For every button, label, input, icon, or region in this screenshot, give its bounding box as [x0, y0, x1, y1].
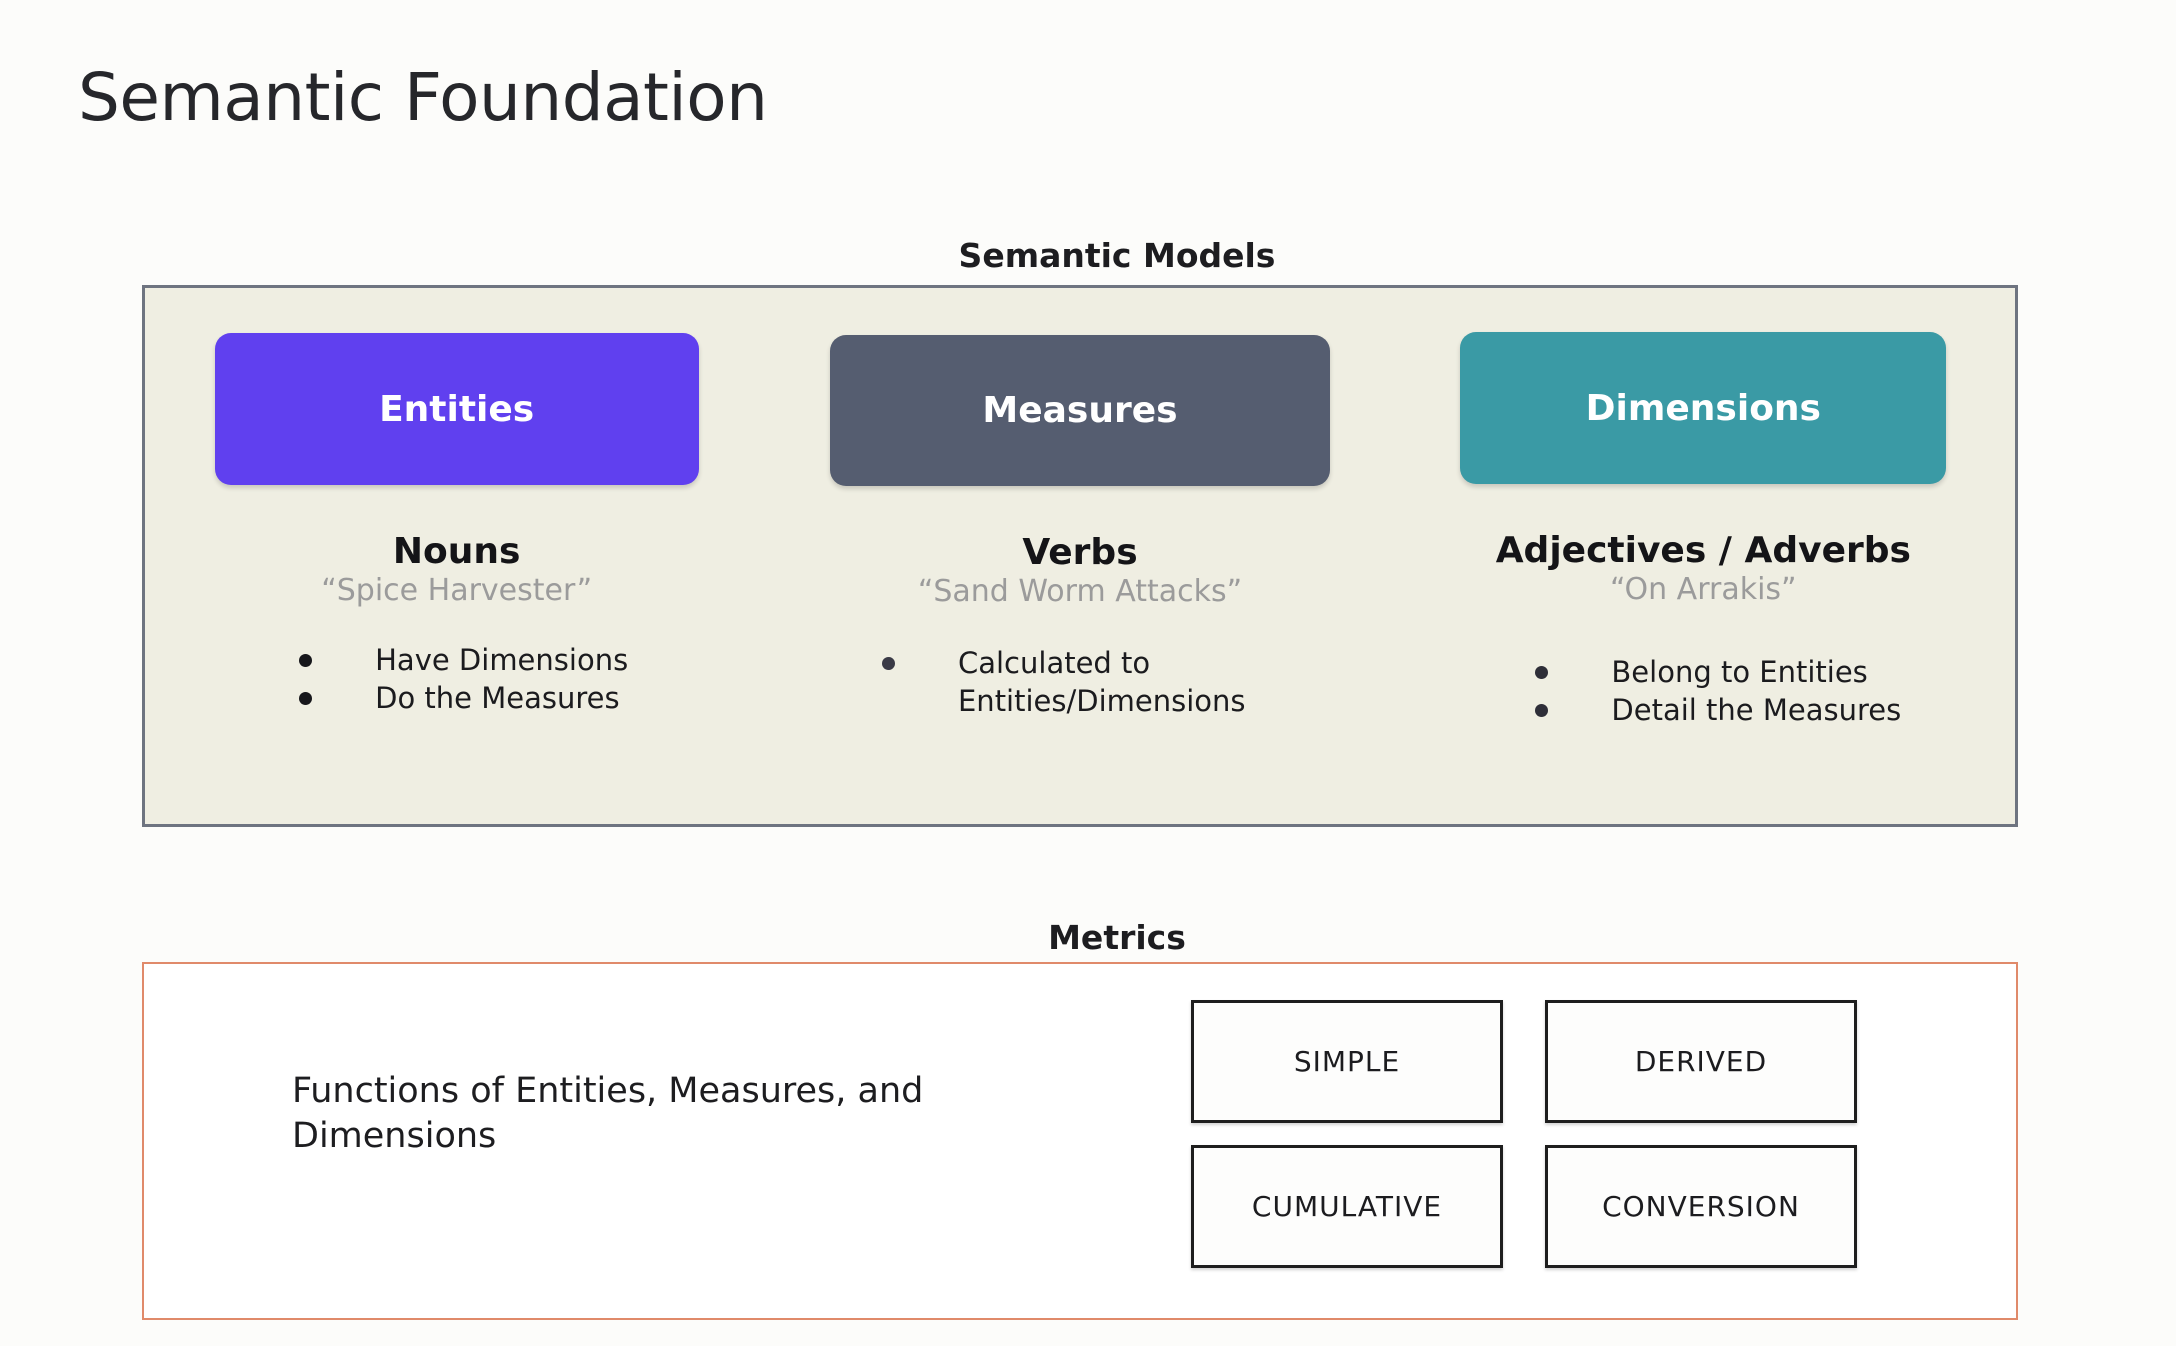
dimensions-bullet-1: Detail the Measures [1611, 693, 1902, 728]
page-title: Semantic Foundation [78, 59, 768, 136]
semantic-models-panel: Entities Nouns “Spice Harvester” Have Di… [142, 285, 2018, 827]
semantic-column-dimensions: Dimensions Adjectives / Adverbs “On Arra… [1392, 288, 2015, 824]
measures-bullet-list: Calculated to Entities/Dimensions [881, 644, 1288, 721]
measures-example: “Sand Worm Attacks” [917, 574, 1243, 610]
bullet-dot-icon [881, 656, 895, 670]
entities-chip[interactable]: Entities [214, 333, 699, 485]
semantic-models-heading: Semantic Models [958, 236, 1276, 275]
metric-type-cumulative[interactable]: CUMULATIVE [1191, 1145, 1503, 1268]
bullet-dot-icon [299, 692, 313, 706]
semantic-column-entities: Entities Nouns “Spice Harvester” Have Di… [145, 288, 768, 824]
semantic-models-columns: Entities Nouns “Spice Harvester” Have Di… [145, 288, 2015, 824]
metrics-panel: Functions of Entities, Measures, and Dim… [142, 962, 2018, 1320]
measures-part-of-speech: Verbs [1022, 532, 1138, 573]
list-item: Do the Measures [299, 679, 628, 717]
bullet-dot-icon [299, 653, 313, 667]
metric-type-conversion[interactable]: CONVERSION [1545, 1145, 1857, 1268]
metrics-description: Functions of Entities, Measures, and Dim… [292, 1071, 924, 1156]
metric-type-derived[interactable]: DERIVED [1545, 1000, 1857, 1123]
metric-type-grid: SIMPLE DERIVED CUMULATIVE CONVERSION [1191, 1000, 1857, 1268]
metric-type-simple[interactable]: SIMPLE [1191, 1000, 1503, 1123]
bullet-dot-icon [1535, 665, 1549, 679]
bullet-dot-icon [1535, 704, 1549, 718]
dimensions-bullet-list: Belong to Entities Detail the Measures [1535, 653, 1901, 730]
measures-chip[interactable]: Measures [829, 335, 1330, 486]
list-item: Belong to Entities [1535, 653, 1901, 691]
entities-part-of-speech: Nouns [392, 531, 521, 572]
entities-bullet-0: Have Dimensions [375, 642, 629, 677]
list-item: Calculated to Entities/Dimensions [881, 644, 1288, 721]
entities-example: “Spice Harvester” [321, 573, 593, 609]
dimensions-bullet-0: Belong to Entities [1611, 654, 1868, 689]
semantic-column-measures: Measures Verbs “Sand Worm Attacks” Calcu… [768, 288, 1391, 824]
entities-bullet-list: Have Dimensions Do the Measures [299, 641, 628, 718]
dimensions-chip[interactable]: Dimensions [1460, 332, 1947, 484]
dimensions-part-of-speech: Adjectives / Adverbs [1495, 530, 1911, 571]
measures-bullet-0: Calculated to Entities/Dimensions [957, 645, 1246, 719]
list-item: Have Dimensions [299, 641, 628, 679]
entities-bullet-1: Do the Measures [375, 681, 620, 716]
list-item: Detail the Measures [1535, 691, 1901, 729]
dimensions-example: “On Arrakis” [1610, 572, 1797, 608]
metrics-heading: Metrics [1048, 918, 1186, 957]
